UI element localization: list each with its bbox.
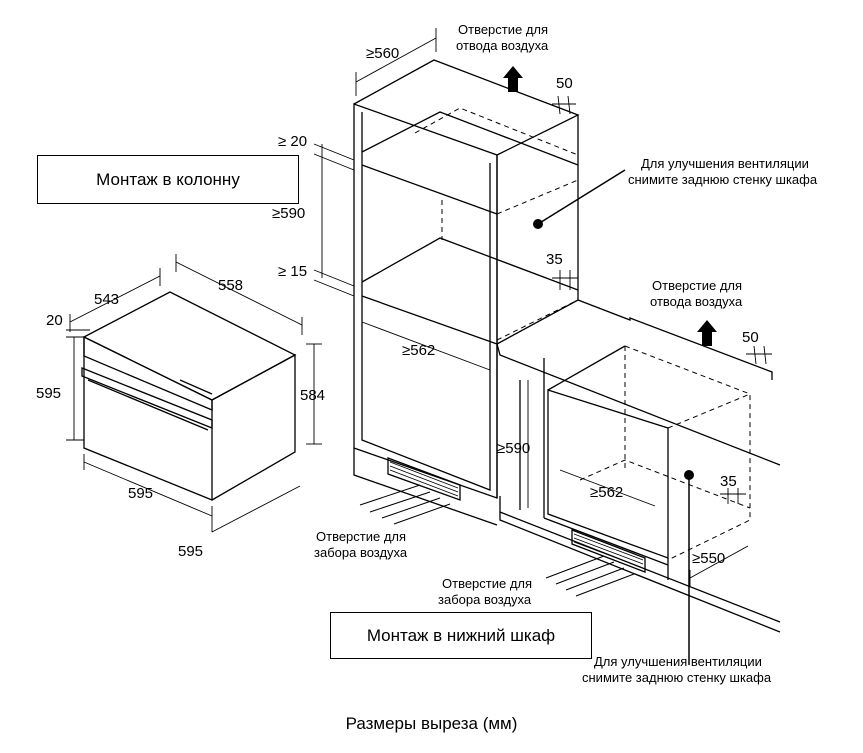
under-vent-gap-label: 50: [742, 329, 759, 346]
column-niche-width-label: ≥562: [402, 342, 435, 359]
under-counter-installation-title: Монтаж в нижний шкаф: [330, 612, 592, 659]
column-ventilation-note-line1: Для улучшения вентиляции: [641, 156, 809, 171]
under-depth-label: ≥550: [692, 550, 725, 567]
under-niche-width-label: ≥562: [590, 484, 623, 501]
under-counter-dimension-lines: [527, 345, 772, 586]
under-ventilation-note-line1: Для улучшения вентиляции: [594, 654, 762, 669]
column-intake-arrows: [359, 484, 451, 525]
cutout-caption: Размеры выреза (мм): [345, 714, 518, 733]
column-niche-height-label: ≥590: [272, 205, 305, 222]
column-vent-grille: [389, 461, 459, 497]
oven-width-total-label: 595: [178, 543, 203, 560]
under-counter-dashed-lines: [579, 345, 751, 561]
column-dashed-lines: [414, 107, 579, 341]
column-dimension-lines: [313, 28, 578, 371]
under-counter-exhaust-arrow: [697, 320, 717, 346]
column-top-gap-label: ≥ 20: [278, 133, 307, 150]
oven-drawing: [81, 291, 297, 501]
under-ventilation-note-line2: снимите заднюю стенку шкафа: [582, 670, 772, 685]
under-niche-height-label: ≥590: [497, 440, 530, 457]
column-ventilation-leader: [533, 169, 626, 229]
oven-width-top-label: 558: [218, 277, 243, 294]
column-intake-note-line2: забора воздуха: [314, 545, 408, 560]
oven-dimension-lines: [66, 254, 322, 533]
under-back-gap-label: 35: [720, 473, 737, 490]
under-counter-cabinet: [499, 345, 781, 633]
column-exhaust-note-line2: отвода воздуха: [456, 38, 549, 53]
column-ventilation-note-line2: снимите заднюю стенку шкафа: [628, 172, 818, 187]
under-intake-note-line2: забора воздуха: [438, 592, 532, 607]
column-cabinet: [353, 59, 781, 526]
under-counter-ventilation-leader: [684, 470, 694, 665]
column-vent-gap-label: 50: [556, 75, 573, 92]
under-exhaust-note-line2: отвода воздуха: [650, 294, 743, 309]
column-installation-title-text: Монтаж в колонну: [96, 169, 240, 189]
column-bottom-gap-label: ≥ 15: [278, 263, 307, 280]
column-intake-note-line1: Отверстие для: [316, 529, 406, 544]
under-exhaust-note-line1: Отверстие для: [652, 278, 742, 293]
under-intake-note-line1: Отверстие для: [442, 576, 532, 591]
oven-width-front-label: 595: [128, 485, 153, 502]
oven-height-front-label: 595: [36, 385, 61, 402]
oven-panel-label: 20: [46, 312, 63, 329]
oven-depth-label: 543: [94, 291, 119, 308]
column-depth-label: ≥560: [366, 45, 399, 62]
under-counter-intake-arrows: [545, 555, 635, 597]
column-exhaust-note-line1: Отверстие для: [458, 22, 548, 37]
column-exhaust-arrow: [503, 66, 523, 92]
oven-height-side-label: 584: [300, 387, 325, 404]
column-back-gap-label: 35: [546, 251, 563, 268]
column-installation-title: Монтаж в колонну: [37, 155, 299, 204]
under-counter-installation-title-text: Монтаж в нижний шкаф: [366, 625, 556, 645]
under-counter-vent-grille: [573, 533, 644, 569]
